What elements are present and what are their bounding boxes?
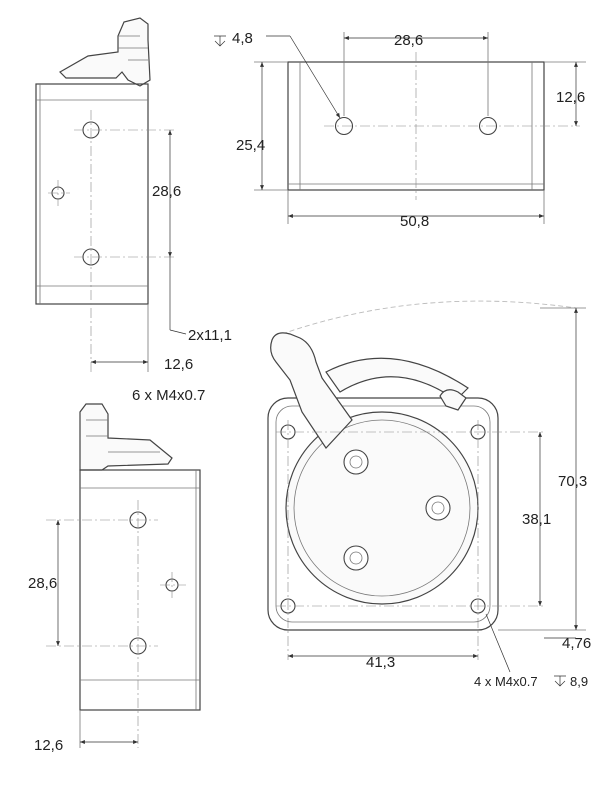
notch-hook xyxy=(439,389,467,411)
dim-front-height: 70,3 xyxy=(558,473,587,490)
dim-front-hole-spacing-v: 38,1 xyxy=(522,511,551,528)
dim-upper-hole-spacing: 28,6 xyxy=(152,183,181,200)
body-lower xyxy=(79,469,201,711)
dim-lower-offset: 12,6 xyxy=(34,737,63,754)
side-view-lower xyxy=(46,403,201,748)
front-view xyxy=(267,300,586,687)
dim-top-height: 25,4 xyxy=(236,137,265,154)
dim-top-depth: 4,8 xyxy=(232,30,253,47)
disk-hole-bottom xyxy=(343,545,369,571)
guide-track xyxy=(325,357,469,401)
dim-front-hole-spacing-h: 41,3 xyxy=(366,654,395,671)
lever-swing-arc xyxy=(281,300,577,335)
dim-lower-hole-spacing: 28,6 xyxy=(28,575,57,592)
dim-top-hole-offset: 12,6 xyxy=(556,89,585,106)
base-plate xyxy=(267,397,499,631)
note-mount-depth: 8,9 xyxy=(570,674,588,689)
dim-top-hole-spacing: 28,6 xyxy=(394,32,423,49)
latch-profile-upper xyxy=(59,17,151,87)
body-upper xyxy=(35,83,149,305)
note-thread-count: 6 x M4x0.7 xyxy=(132,387,205,404)
latch-lever xyxy=(270,332,353,449)
dim-top-width: 50,8 xyxy=(400,213,429,230)
top-view xyxy=(214,32,586,224)
disk-hole-right xyxy=(425,495,451,521)
note-mount-holes: 4 x M4x0.7 xyxy=(474,674,538,689)
disk-hole-top xyxy=(343,449,369,475)
latch-profile-lower xyxy=(79,403,173,471)
side-view-upper xyxy=(35,17,187,372)
main-disk xyxy=(285,411,479,605)
dim-upper-offset: 12,6 xyxy=(164,356,193,373)
dim-counterbore: 2x11,1 xyxy=(188,327,232,344)
dim-front-edge: 4,76 xyxy=(562,635,591,652)
